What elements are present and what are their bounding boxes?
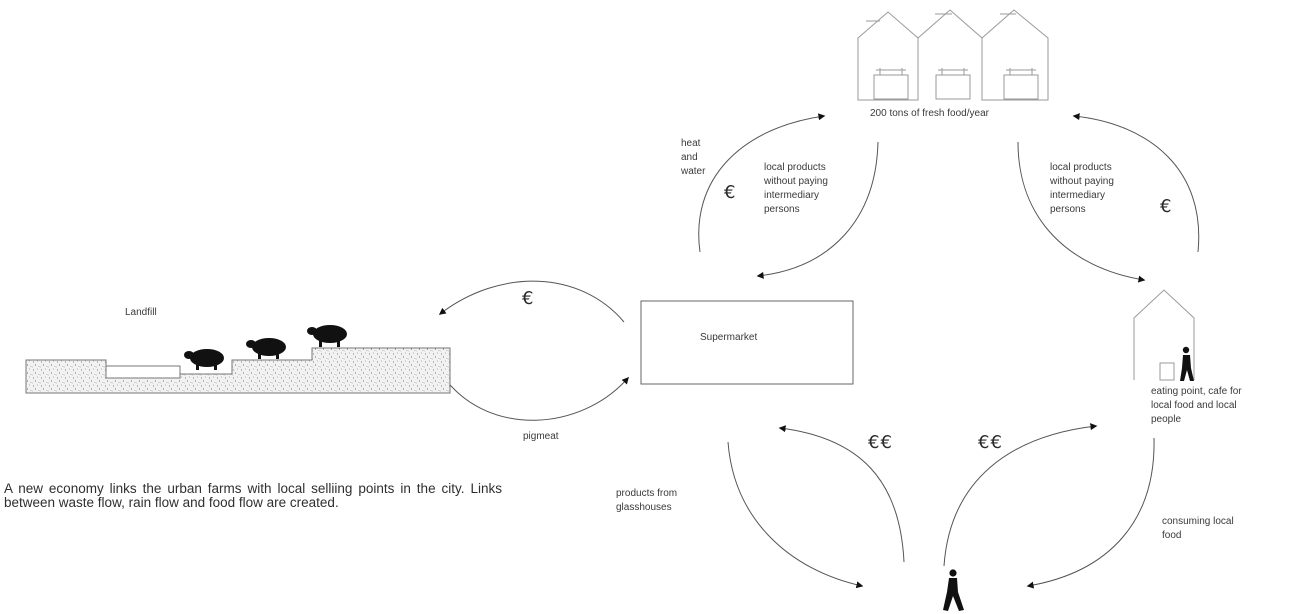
arrow-cafe-to-farms xyxy=(1072,113,1200,253)
pigmeat-label: pigmeat xyxy=(523,431,559,442)
glasshouses xyxy=(857,9,1049,101)
landfill-label: Landfill xyxy=(125,307,157,318)
cafe-building xyxy=(1133,289,1195,381)
glasshouse-3 xyxy=(981,9,1049,101)
euro-icon-left: € xyxy=(724,182,737,203)
arrow-person-to-supermarket xyxy=(778,425,905,563)
flow-arrows xyxy=(438,113,1200,589)
caption-text: A new economy links the urban farms with… xyxy=(4,481,502,510)
arrow-farms-to-supermarket xyxy=(756,141,879,279)
heat-water-label: heat and water xyxy=(681,138,706,177)
consuming-local-food-label: consuming local food xyxy=(1162,516,1234,541)
person-walking-icon xyxy=(943,569,964,611)
glasshouse-1 xyxy=(857,11,919,101)
farms-output-label: 200 tons of fresh food/year xyxy=(870,108,989,119)
double-euro-icon-right: €€ xyxy=(978,432,1003,453)
pig-icon-1 xyxy=(184,349,224,370)
glasshouse-2 xyxy=(917,9,983,100)
pig-icons xyxy=(184,325,347,370)
supermarket-box xyxy=(640,300,854,385)
arrow-supermarket-to-person xyxy=(727,441,864,589)
landfill-ground xyxy=(25,347,451,394)
supermarket-label: Supermarket xyxy=(700,332,758,343)
local-products-left-label: local products without paying intermedia… xyxy=(764,162,828,215)
arrow-heat-water xyxy=(698,113,826,253)
cafe-person-icon xyxy=(1180,346,1194,381)
eating-point-label: eating point, cafe for local food and lo… xyxy=(1151,386,1242,425)
euro-icon-right: € xyxy=(1160,196,1173,217)
double-euro-icon-left: €€ xyxy=(868,432,893,453)
arrow-supermarket-to-landfill xyxy=(438,280,625,323)
products-from-glasshouses-label: products from glasshouses xyxy=(616,488,678,513)
euro-icon-landfill: € xyxy=(522,288,535,309)
arrow-cafe-to-person xyxy=(1026,437,1155,589)
local-products-right-label: local products without paying intermedia… xyxy=(1050,162,1114,215)
pig-icon-2 xyxy=(246,338,286,359)
arrow-farms-to-cafe xyxy=(1017,141,1146,283)
arrow-landfill-to-supermarket xyxy=(445,376,629,421)
pig-icon-3 xyxy=(307,325,347,347)
arrow-person-to-cafe xyxy=(943,423,1098,567)
